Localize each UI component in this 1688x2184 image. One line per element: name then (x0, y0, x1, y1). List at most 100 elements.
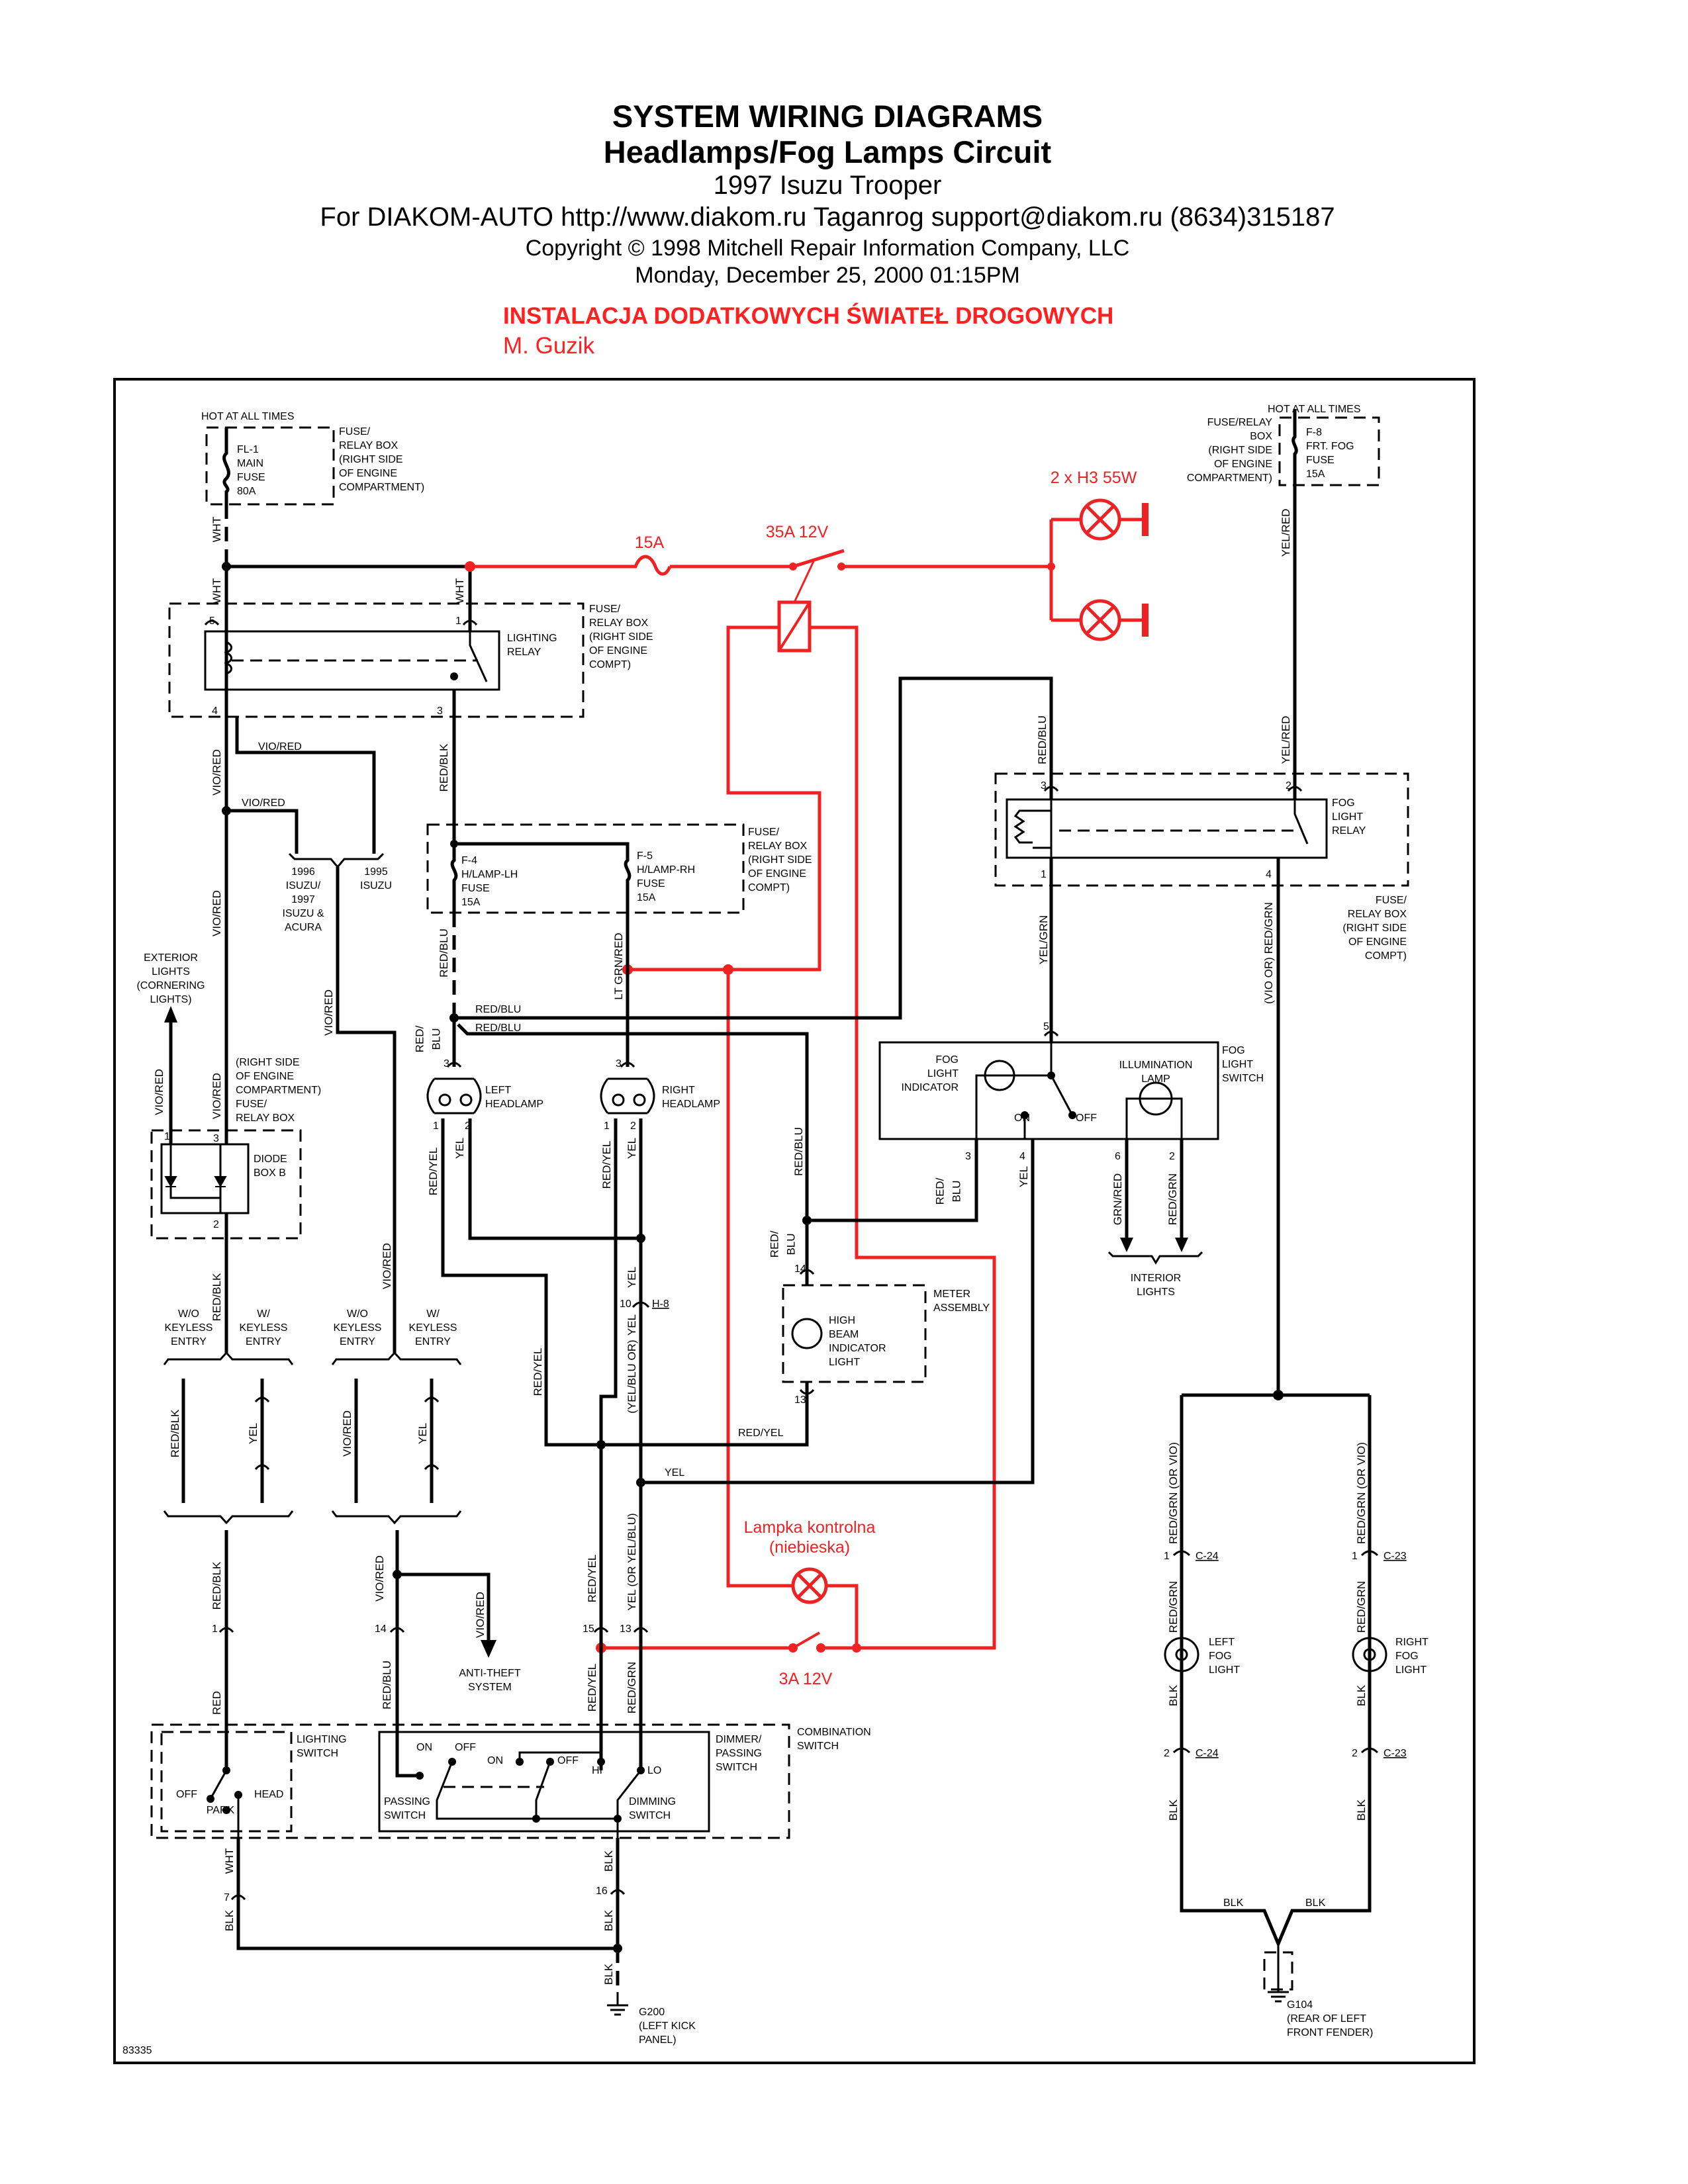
label-line: KEYLESS (240, 1322, 288, 1334)
wire-color-label: YEL/RED (1280, 716, 1292, 764)
wire-color-label: RED/BLU (792, 1127, 805, 1176)
label-line: COMPARTMENT) (339, 482, 424, 493)
arrow-up-icon (164, 1006, 177, 1023)
contact-off (1068, 1111, 1076, 1119)
pin-number: 4 (1266, 869, 1272, 880)
pin-number: 15 (583, 1623, 594, 1635)
pin-number: 3 (437, 705, 443, 717)
wire-interior (1125, 1139, 1184, 1241)
wire-yel-red (1291, 409, 1298, 799)
label-line: PASSING (384, 1796, 430, 1807)
wire-color-label: (VIO OR) RED/GRN (1262, 902, 1275, 1004)
label-line: BLU (785, 1233, 798, 1255)
label-line: (LEFT KICK (639, 2021, 696, 2032)
label-line: FUSE/RELAY (1207, 417, 1273, 428)
label-line: RED/ (414, 1025, 426, 1052)
wire-color-label: VIO/RED (341, 1410, 353, 1457)
indicator-lamp-icon (791, 1567, 828, 1604)
label-line: FRONT FENDER) (1287, 2027, 1373, 2038)
contact-off (448, 1758, 456, 1766)
splice (1273, 1390, 1284, 1400)
lighting-switch-lever (209, 1770, 240, 1838)
wire-color-label: BLK (1223, 1897, 1244, 1909)
lo-label: LO (647, 1765, 661, 1776)
label-line: (RIGHT SIDE (589, 631, 653, 643)
label-line: F-8 (1306, 427, 1322, 438)
label-line: LEFT (1209, 1637, 1235, 1648)
pin-number: 3 (1041, 780, 1047, 792)
wire-color-label: GRN/RED (1111, 1173, 1124, 1225)
splice (532, 1815, 540, 1823)
relay-switch-icon (469, 631, 488, 682)
diode-box-b (150, 1129, 302, 1240)
label-line: (RIGHT SIDE (1208, 445, 1272, 456)
wire-label: RED/BLU (414, 1025, 443, 1052)
on-label: ON (1014, 1113, 1030, 1124)
label-line: LIGHTING (297, 1734, 347, 1745)
splice (636, 1234, 645, 1243)
label-line: SWITCH (384, 1810, 426, 1821)
fog-relay-coil-icon (1013, 799, 1053, 858)
added-switch-icon (788, 1631, 825, 1653)
wire-color-label: RED/BLU (475, 1023, 521, 1034)
fog-light-indicator-icon (984, 1060, 1015, 1091)
label-line: OF ENGINE (1214, 459, 1272, 470)
diagram-border (113, 378, 1476, 2064)
fuse-box-f4-f5 (426, 823, 745, 914)
label-line: LIGHT (1222, 1059, 1253, 1070)
annotation-author: M. Guzik (503, 333, 595, 359)
label-line: G200 (639, 2007, 665, 2018)
label-line: LIGHT (829, 1357, 860, 1368)
label-line: FUSE/ (589, 604, 621, 615)
label-line: (RIGHT SIDE (1342, 923, 1407, 934)
label-line: BOX (1250, 431, 1272, 442)
label-line: RELAY (1332, 825, 1366, 837)
diagram-id: 83335 (122, 2045, 152, 2056)
label-line: W/O (178, 1308, 199, 1320)
relay-link (793, 559, 816, 603)
splice (450, 840, 458, 848)
wire-color-label: VIO/RED (474, 1592, 487, 1638)
keyless-group-1 (163, 1351, 294, 1525)
label-line: FL-1 (237, 444, 259, 455)
diode-icon (164, 1176, 227, 1188)
label-line: FUSE (461, 883, 490, 894)
label-line: INDICATOR (901, 1082, 959, 1093)
label-line: ENTRY (171, 1336, 207, 1347)
contact-on (416, 1772, 424, 1780)
label-line: SWITCH (716, 1762, 757, 1773)
on-label: ON (487, 1755, 503, 1766)
contact-line: For DIAKOM-AUTO http://www.diakom.ru Tag… (320, 203, 1335, 232)
connector-arcs (204, 619, 1303, 1901)
relay-contact (450, 672, 458, 680)
bracket (288, 852, 385, 869)
label-line: HEADLAMP (662, 1099, 720, 1110)
connector-c24-label: C-24 (1196, 1748, 1219, 1759)
label-line: ACURA (285, 922, 322, 933)
contact-on (1021, 1111, 1029, 1119)
pin-number: 3 (616, 1058, 622, 1069)
label-line: LIGHTS) (150, 994, 191, 1005)
label-line: 1995 (364, 866, 388, 878)
added-lamps-label: 2 x H3 55W (1051, 469, 1137, 487)
date: Monday, December 25, 2000 01:15PM (635, 263, 1020, 288)
label-line: OF ENGINE (589, 645, 647, 657)
pin-number: 5 (1043, 1021, 1049, 1032)
pin-number: 1 (1041, 869, 1047, 880)
wire-color-label: YEL/GRN (1037, 915, 1050, 965)
wire-color-label: BLK (602, 1850, 615, 1872)
wire-vio-red-lower (395, 1530, 491, 1778)
label-line: LIGHTS (1137, 1287, 1175, 1298)
pin-number: 1 (1164, 1551, 1170, 1562)
label-line: INTERIOR (1131, 1273, 1181, 1284)
